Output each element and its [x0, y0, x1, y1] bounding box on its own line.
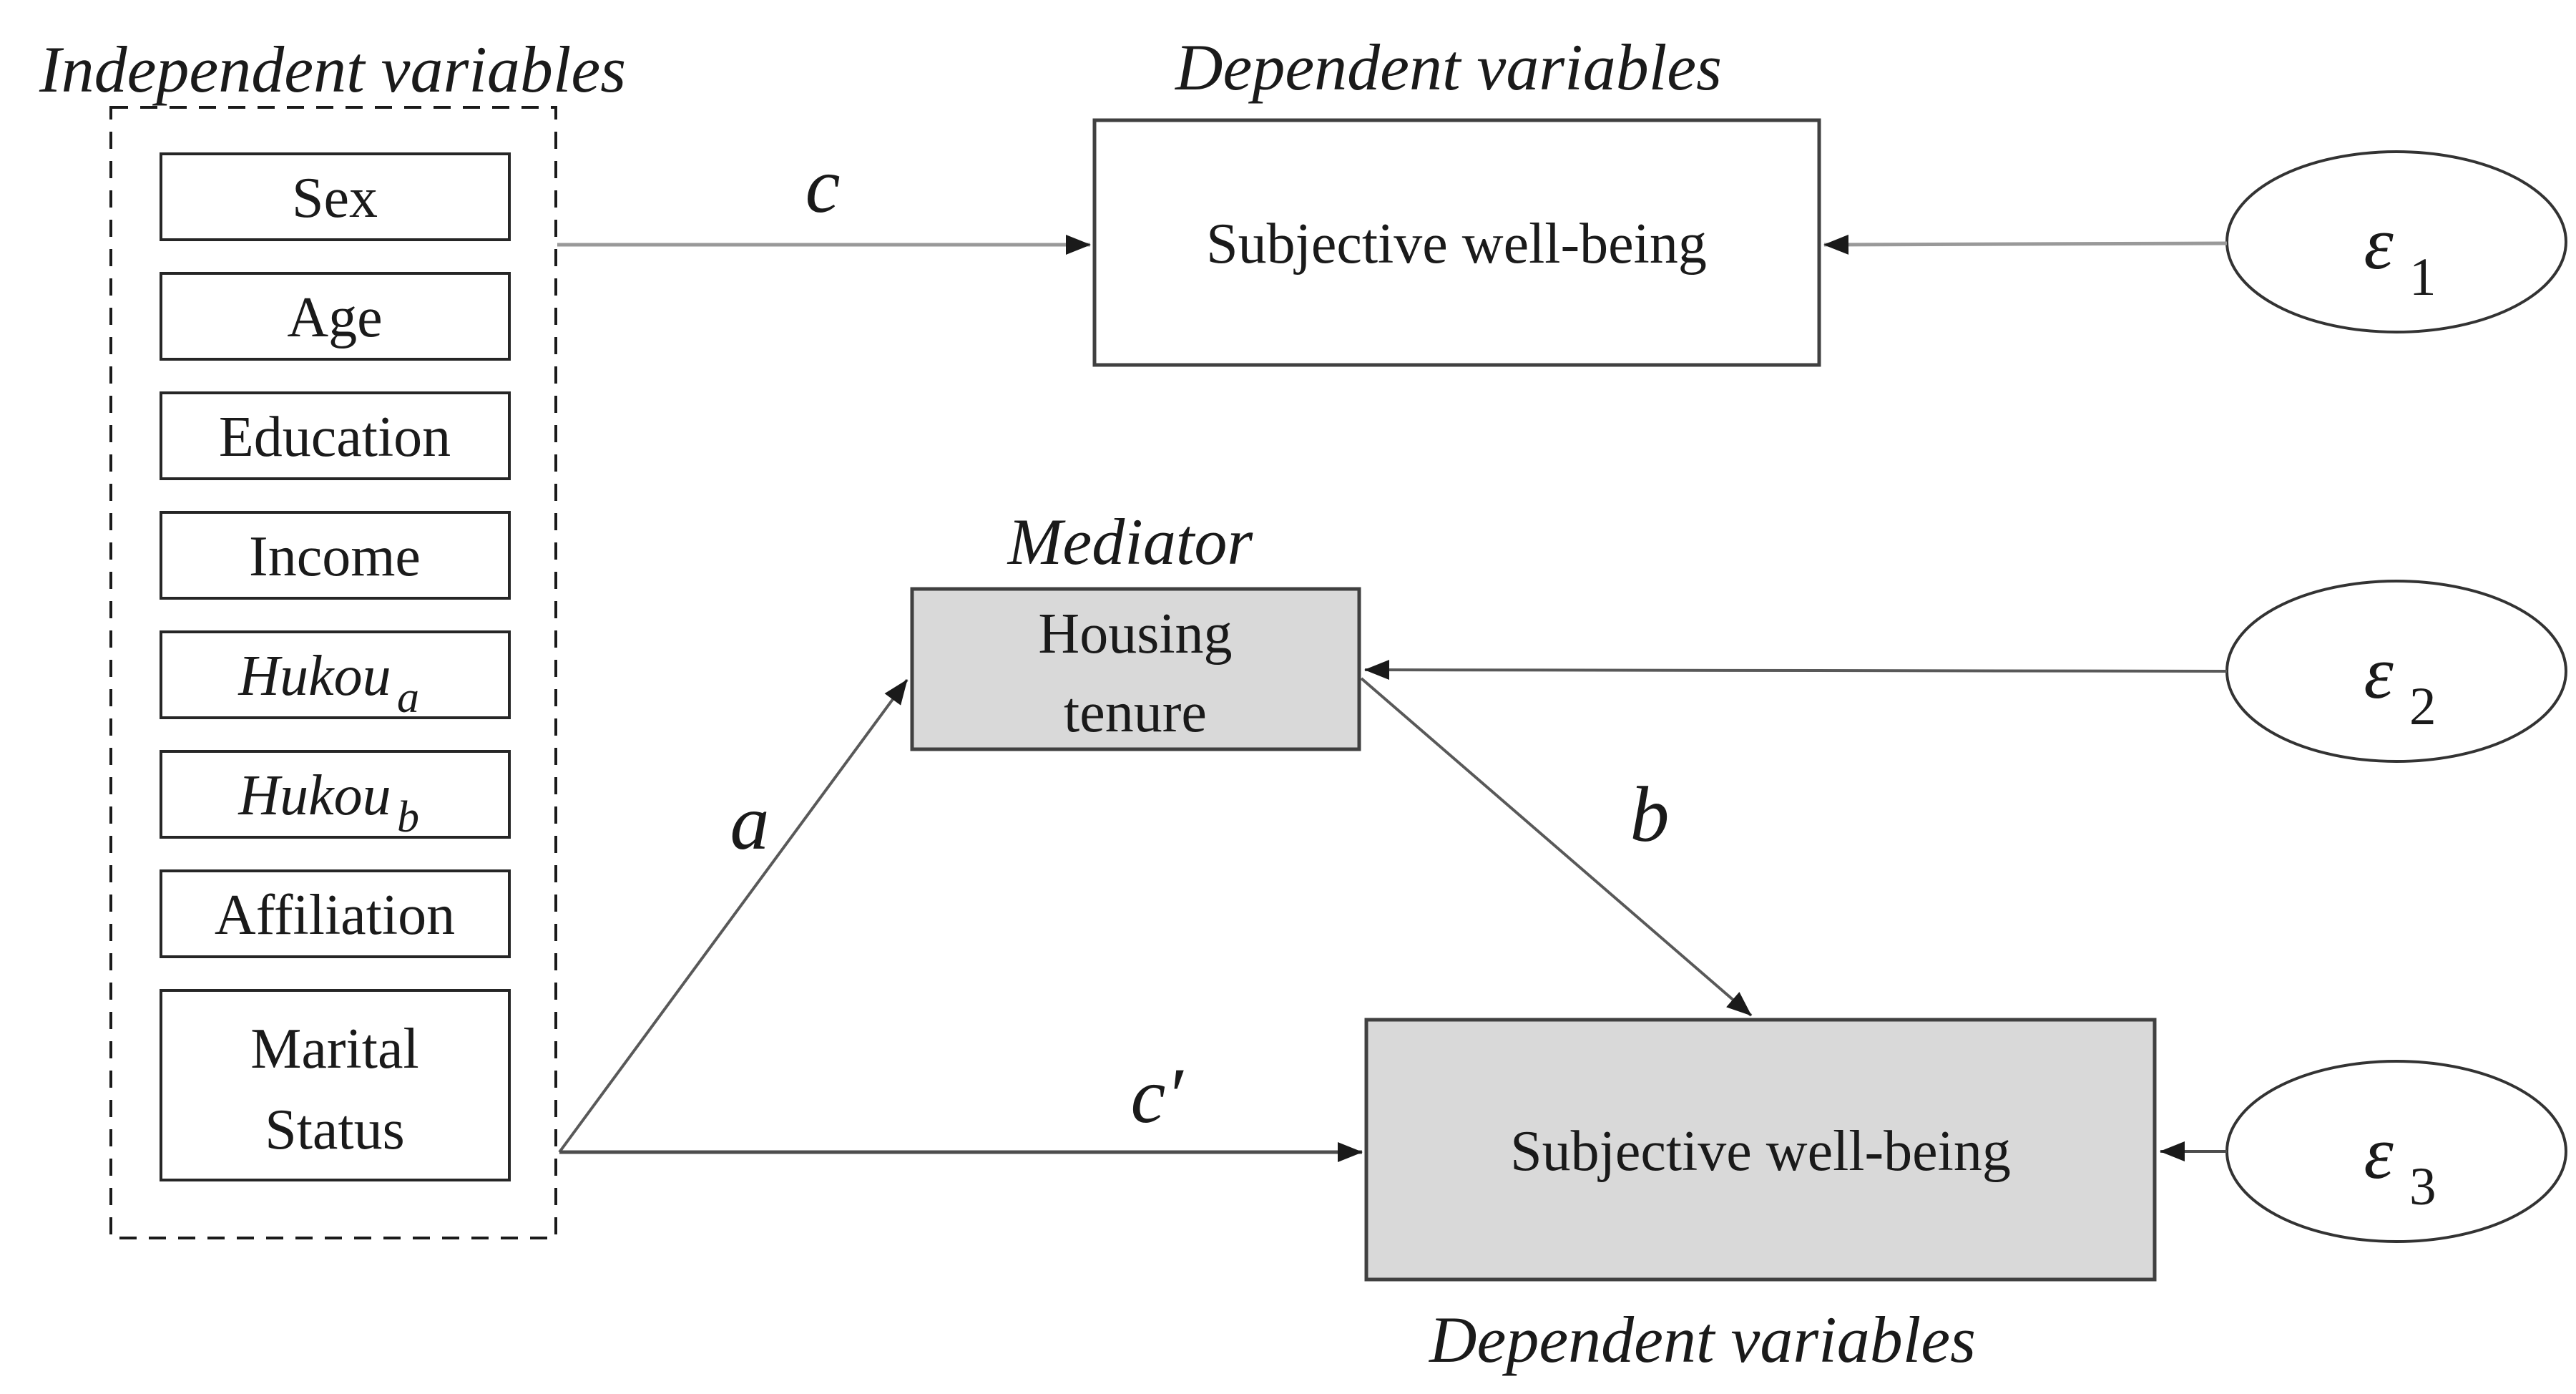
independent-variables-panel: [109, 106, 557, 1239]
marital-status-label-line1: Marital: [250, 1018, 418, 1081]
marital-status-box: [160, 989, 511, 1181]
affiliation-label: Affiliation: [215, 884, 455, 947]
error2-symbol: ε: [2364, 630, 2394, 714]
age-box: [160, 272, 511, 361]
predictor-boxes: Sex Age Education Income Hukou a Hukou b…: [160, 152, 511, 1181]
error2-ellipse: [2225, 580, 2567, 763]
dependent-variables-bottom-title: Dependent variables: [1428, 1303, 1976, 1376]
error1-arrow-line: [1823, 234, 2228, 255]
error1-ellipse: [2225, 150, 2567, 333]
marital-status-label-line2: Status: [265, 1098, 405, 1161]
path-b-label: b: [1630, 771, 1670, 858]
subjective-wellbeing-bottom-box: [1364, 1018, 2157, 1282]
education-label: Education: [219, 406, 451, 469]
hukou-b-label: Hukou: [237, 764, 391, 827]
error1-symbol: ε: [2364, 201, 2394, 285]
age-label: Age: [287, 286, 382, 349]
housing-tenure-label-line2: tenure: [1064, 681, 1207, 744]
independent-variables-title: Independent variables: [39, 33, 626, 106]
path-a-line: [558, 678, 909, 1154]
income-box: [160, 511, 511, 600]
error3-subscript: 3: [2409, 1157, 2437, 1217]
subjective-wellbeing-bottom-label: Subjective well-being: [1510, 1120, 2011, 1183]
mediator-title: Mediator: [1007, 505, 1254, 578]
hukou-a-subscript: a: [397, 673, 419, 722]
housing-tenure-box: [910, 587, 1361, 751]
income-label: Income: [249, 525, 421, 588]
error1-subscript: 1: [2409, 248, 2437, 307]
error3-ellipse: [2225, 1060, 2567, 1243]
education-box: [160, 391, 511, 480]
hukou-a-label: Hukou: [237, 645, 391, 708]
housing-tenure-label-line1: Housing: [1038, 603, 1232, 666]
path-c-prime-label: c′: [1131, 1052, 1185, 1139]
path-b-line: [1360, 677, 1753, 1017]
hukou-a-box: [160, 630, 511, 719]
hukou-b-box: [160, 750, 511, 839]
sex-label: Sex: [292, 167, 378, 230]
path-a-label: a: [730, 779, 770, 866]
sex-box: [160, 152, 511, 241]
subjective-wellbeing-top-label: Subjective well-being: [1206, 213, 1707, 276]
affiliation-box: [160, 869, 511, 958]
hukou-b-subscript: b: [397, 793, 419, 842]
error2-arrow-line: [1364, 660, 2228, 681]
subjective-wellbeing-top-box: [1092, 118, 1821, 367]
error3-symbol: ε: [2364, 1111, 2394, 1194]
dependent-variables-top-title: Dependent variables: [1174, 31, 1722, 104]
error2-subscript: 2: [2409, 677, 2437, 736]
path-c-label: c: [805, 142, 841, 229]
